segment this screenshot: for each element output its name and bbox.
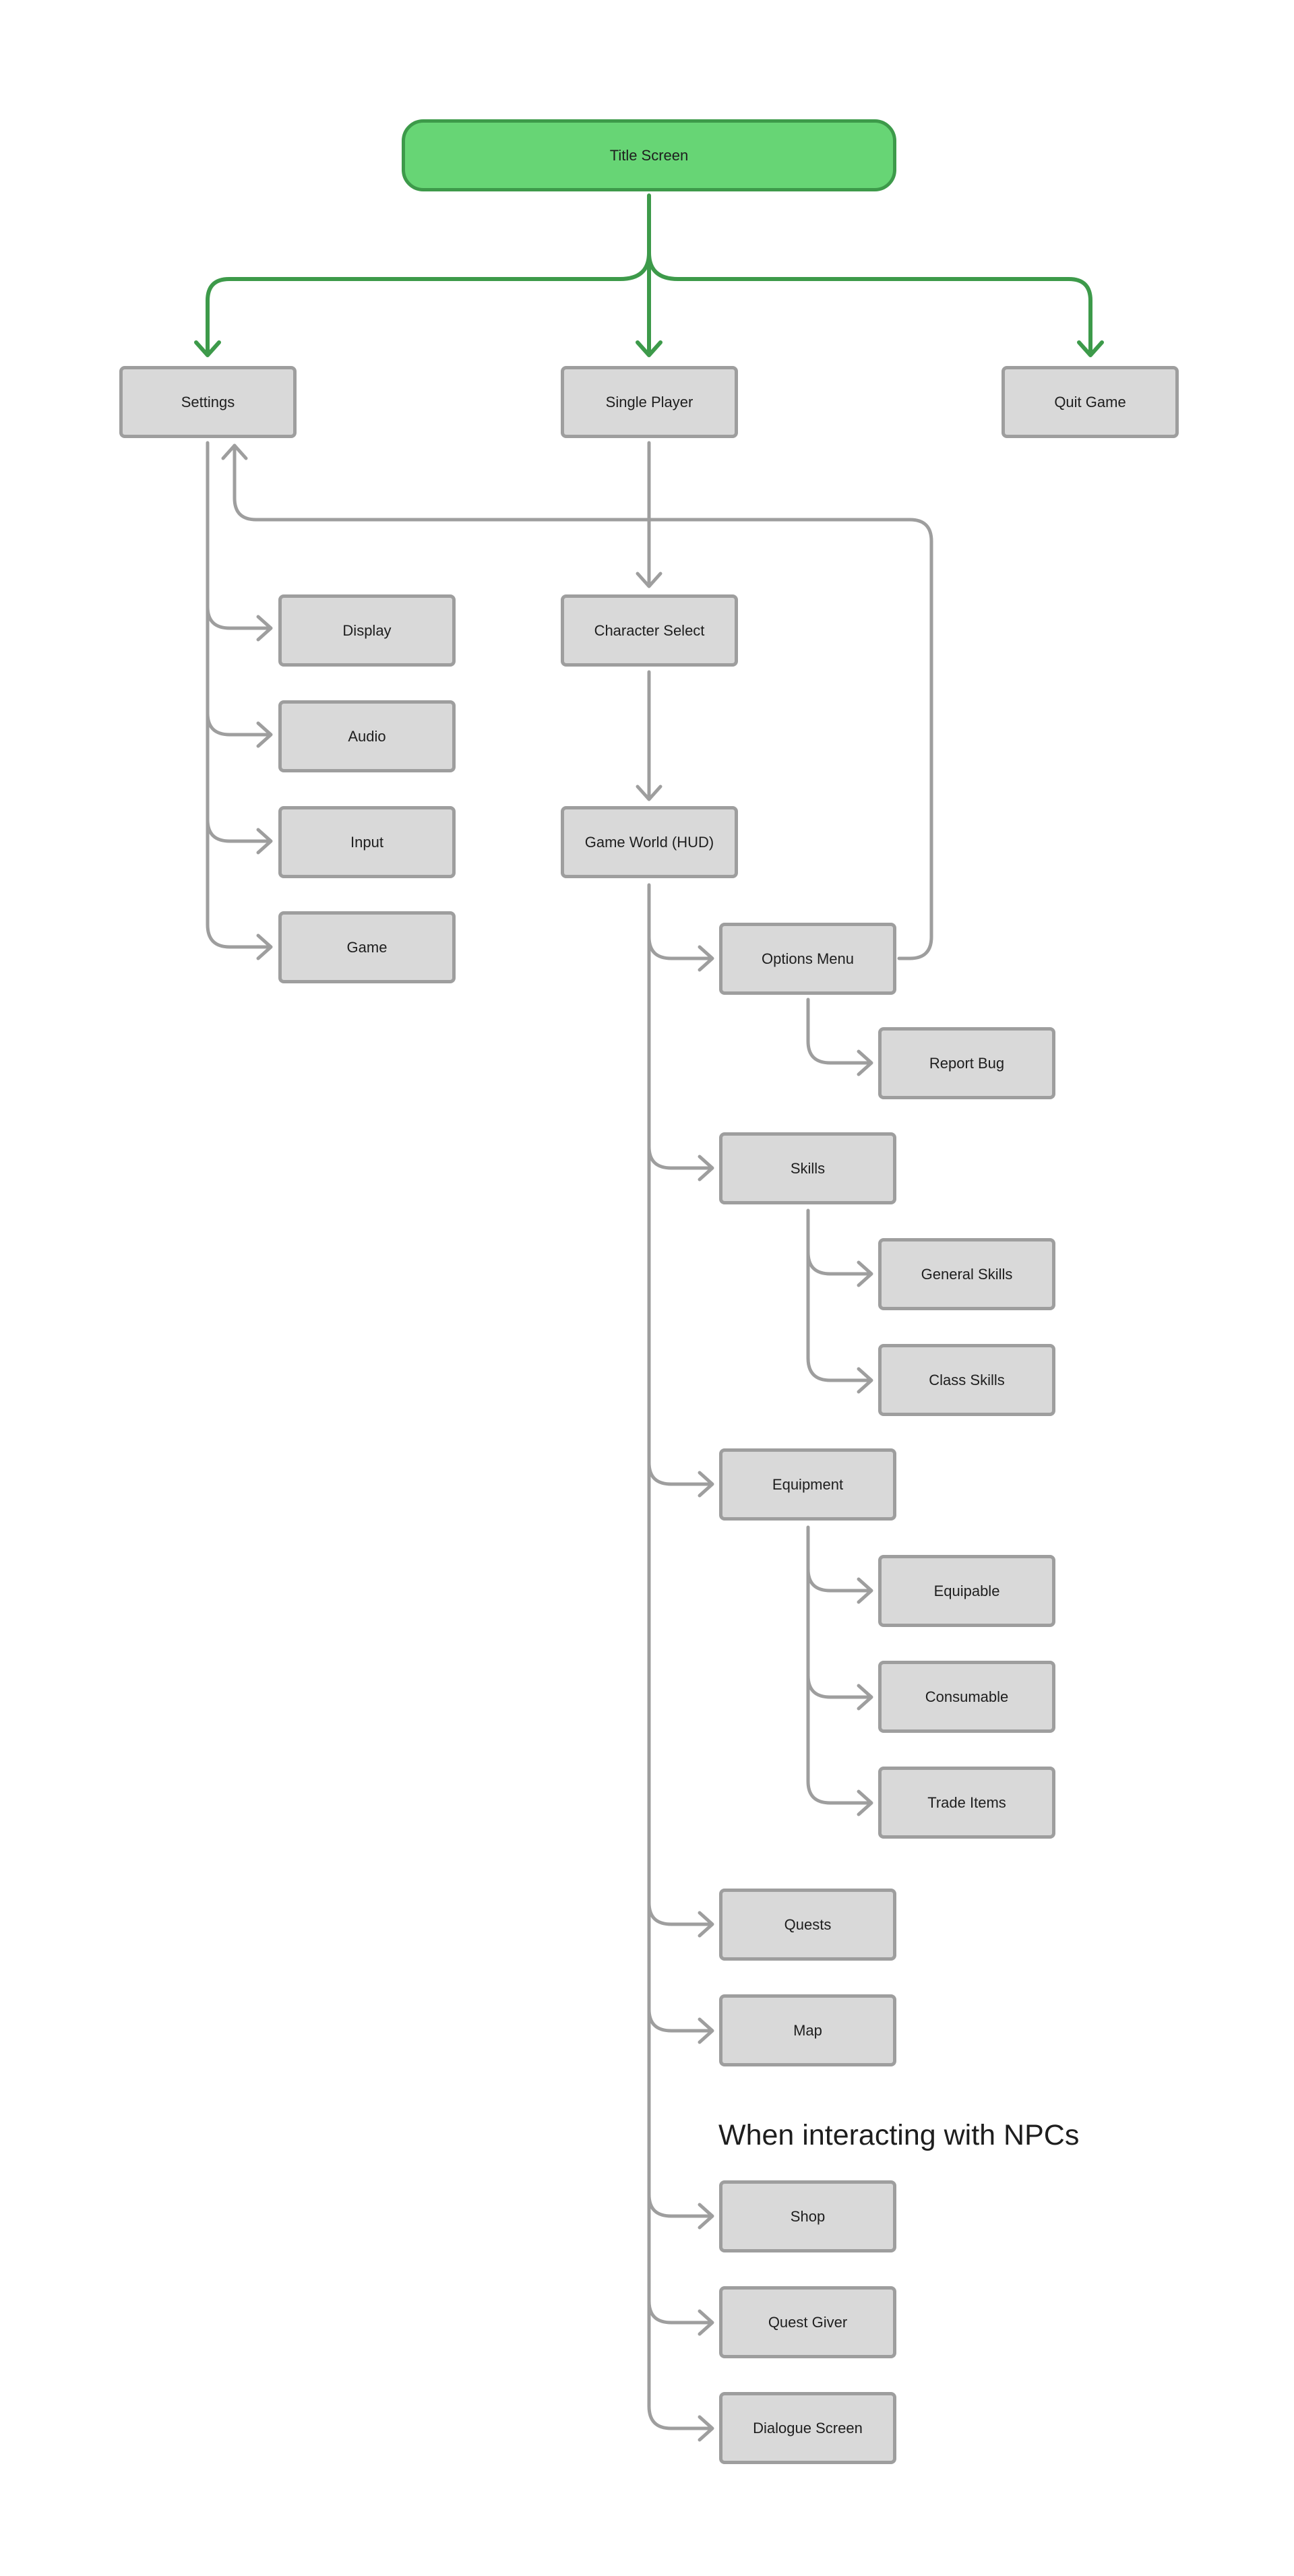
arrowhead-back-to-settings [221,443,248,460]
character-select-label: Character Select [594,621,705,639]
title-screen-node: Title Screen [402,119,896,191]
arrowhead-audio [256,721,273,748]
connector-map [647,2007,713,2033]
connector-equipable [806,1567,872,1593]
game-node: Game [278,911,456,983]
connector-shop [647,2192,713,2218]
connector-game-world-trunk [647,883,713,2430]
class-skills-node: Class Skills [878,1344,1055,1416]
connector-quest-giver [647,2299,713,2325]
arrowhead-map [698,2017,714,2044]
arrowhead-skills [698,1155,714,1182]
display-node: Display [278,594,456,667]
dialogue-screen-node: Dialogue Screen [719,2392,896,2464]
map-node: Map [719,1994,896,2066]
arrowhead-equipable [857,1577,873,1604]
display-label: Display [342,621,392,639]
consumable-node: Consumable [878,1661,1055,1733]
connector-title-to-quit [647,251,1092,356]
quests-node: Quests [719,1889,896,1961]
class-skills-label: Class Skills [929,1371,1005,1388]
character-select-node: Character Select [561,594,738,667]
skills-node: Skills [719,1132,896,1204]
quit-game-label: Quit Game [1054,393,1126,410]
equipment-label: Equipment [772,1475,844,1493]
title-screen-label: Title Screen [609,146,689,164]
audio-node: Audio [278,700,456,772]
arrowhead-general-skills [857,1260,873,1287]
audio-label: Audio [348,727,386,745]
arrowhead-game [256,933,273,960]
arrowhead-game-world [636,785,663,801]
arrowhead-display [256,615,273,642]
connector-report-bug [806,998,872,1065]
equipment-node: Equipment [719,1448,896,1521]
connector-skills-trunk [806,1208,872,1382]
npc-section-heading: When interacting with NPCs [718,2119,1080,2151]
input-node: Input [278,806,456,878]
arrowhead-consumable [857,1684,873,1711]
single-player-label: Single Player [605,393,694,410]
connector-general-skills [806,1250,872,1276]
single-player-node: Single Player [561,366,738,438]
consumable-label: Consumable [925,1688,1009,1705]
arrowhead-equipment [698,1471,714,1498]
connector-quests [647,1901,713,1926]
connector-equipment-trunk [806,1525,872,1805]
arrowhead-quit [1077,340,1104,357]
general-skills-node: General Skills [878,1238,1055,1310]
dialogue-screen-label: Dialogue Screen [753,2419,863,2436]
arrowhead-character-select [636,572,663,588]
quests-label: Quests [784,1915,832,1933]
connector-options-menu-back-to-settings [233,443,933,960]
connector-equipment [647,1461,713,1486]
connector-skills [647,1144,713,1170]
arrowhead-trade-items [857,1789,873,1816]
game-world-node: Game World (HUD) [561,806,738,878]
arrowhead-quests [698,1911,714,1938]
settings-node: Settings [119,366,297,438]
trade-items-node: Trade Items [878,1767,1055,1839]
quest-giver-label: Quest Giver [768,2313,848,2331]
arrowhead-quest-giver [698,2309,714,2336]
report-bug-label: Report Bug [929,1054,1005,1072]
connector-settings-audio [206,711,272,737]
shop-label: Shop [790,2207,826,2225]
arrowhead-single-player [636,340,663,357]
trade-items-label: Trade Items [927,1793,1006,1811]
arrowhead-settings [194,340,221,357]
equipable-node: Equipable [878,1555,1055,1627]
arrowhead-shop [698,2203,714,2230]
quit-game-node: Quit Game [1002,366,1179,438]
input-label: Input [350,833,383,851]
options-menu-label: Options Menu [762,950,854,967]
arrowhead-options-menu [698,945,714,972]
options-menu-node: Options Menu [719,923,896,995]
arrowhead-report-bug [857,1049,873,1076]
equipable-label: Equipable [933,1582,1000,1599]
connector-settings-display [206,605,272,630]
connector-options-menu [647,935,713,960]
arrowhead-dialogue-screen [698,2415,714,2442]
connector-settings-trunk [206,441,272,949]
connector-title-to-settings [206,251,651,356]
report-bug-node: Report Bug [878,1027,1055,1099]
game-label: Game [346,938,388,956]
game-world-label: Game World (HUD) [584,833,714,851]
settings-label: Settings [181,393,235,410]
map-label: Map [793,2021,822,2039]
arrowhead-class-skills [857,1367,873,1394]
arrowhead-input [256,828,273,855]
connector-settings-input [206,818,272,843]
skills-label: Skills [790,1159,826,1177]
connector-consumable [806,1674,872,1699]
shop-node: Shop [719,2180,896,2252]
general-skills-label: General Skills [921,1265,1013,1283]
quest-giver-node: Quest Giver [719,2286,896,2358]
